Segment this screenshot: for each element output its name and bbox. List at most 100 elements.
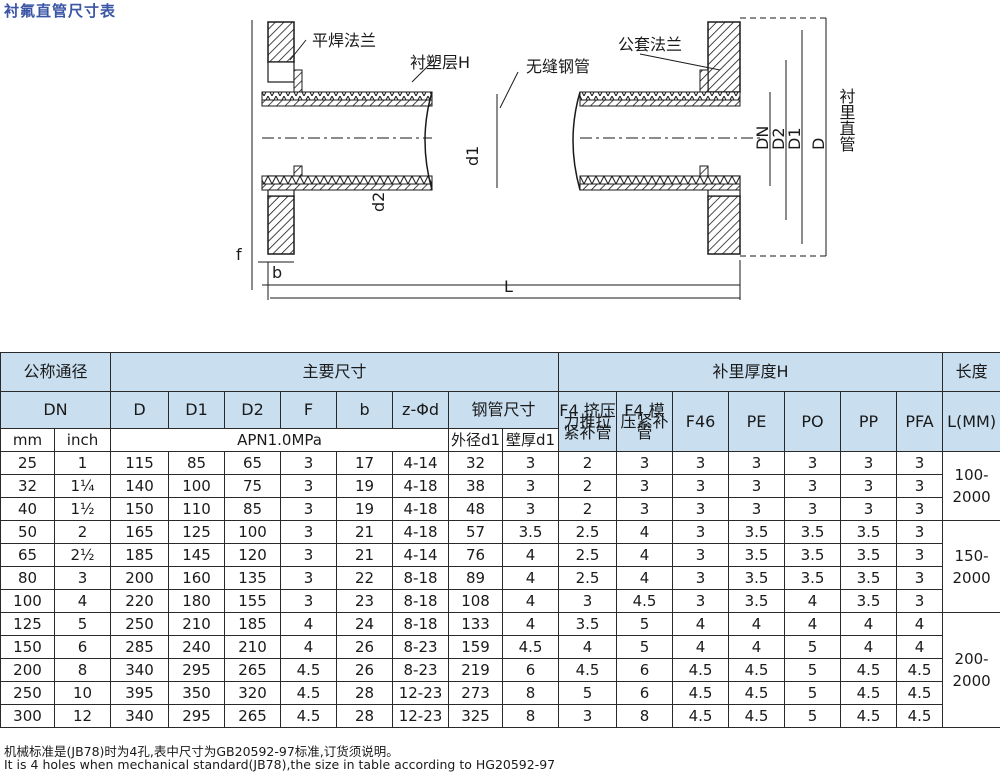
header-b: b — [336, 391, 394, 429]
table-cell: 3 — [896, 497, 944, 521]
table-cell: 4 — [840, 612, 898, 636]
table-cell: 285 — [110, 635, 170, 659]
table-cell: 4 — [558, 635, 618, 659]
header-inch: inch — [53, 428, 112, 452]
table-cell: 5 — [784, 658, 842, 682]
header-pfa: PFA — [896, 391, 944, 452]
table-cell: 3.5 — [784, 543, 842, 567]
table-cell: 19 — [336, 497, 394, 521]
header-zd: z-Φd — [392, 391, 450, 429]
table-cell: 185 — [110, 543, 170, 567]
table-cell: 65 — [0, 543, 55, 567]
table-cell: 4-18 — [392, 497, 450, 521]
table-cell: 4.5 — [672, 704, 730, 728]
table-cell: 2 — [53, 520, 112, 544]
table-cell: 4 — [616, 566, 674, 590]
table-cell: 3 — [616, 451, 674, 475]
table-cell: 5 — [784, 704, 842, 728]
table-cell: 133 — [448, 612, 504, 636]
table-cell: 3.5 — [728, 543, 786, 567]
table-cell: 26 — [336, 635, 394, 659]
table-cell: 3 — [672, 474, 730, 498]
table-cell: 6 — [502, 658, 560, 682]
header-steel: 钢管尺寸 — [448, 391, 560, 429]
table-cell: 265 — [224, 704, 282, 728]
table-cell: 89 — [448, 566, 504, 590]
table-cell: 3.5 — [728, 566, 786, 590]
table-cell: 4 — [280, 635, 338, 659]
table-cell: 3 — [896, 520, 944, 544]
table-cell: 150 — [0, 635, 55, 659]
table-cell: 85 — [224, 497, 282, 521]
table-cell: 8-18 — [392, 589, 450, 613]
table-cell: 21 — [336, 543, 394, 567]
table-cell: 3 — [558, 589, 618, 613]
table-cell: 250 — [0, 681, 55, 705]
table-cell: 57 — [448, 520, 504, 544]
table-cell: 50 — [0, 520, 55, 544]
table-cell: 210 — [168, 612, 226, 636]
header-pressure: APN1.0MPa — [110, 428, 450, 452]
table-cell: 3 — [672, 497, 730, 521]
table-cell: 21 — [336, 520, 394, 544]
table-cell: 3.5 — [840, 543, 898, 567]
table-cell: 32 — [0, 474, 55, 498]
header-length: 长度 — [942, 352, 1000, 392]
table-cell: 3 — [896, 451, 944, 475]
table-cell: 4 — [784, 589, 842, 613]
table-cell: 4-18 — [392, 520, 450, 544]
table-cell: 10 — [53, 681, 112, 705]
header-lining: 补里厚度H — [558, 352, 944, 392]
header-f4-molded: F4 模压紧补管 — [616, 391, 674, 452]
table-cell: 3 — [896, 589, 944, 613]
table-cell: 110 — [168, 497, 226, 521]
table-cell: 4.5 — [672, 658, 730, 682]
table-cell: 3 — [280, 520, 338, 544]
dim-d1: d1 — [463, 146, 482, 166]
table-cell: 3 — [280, 543, 338, 567]
table-cell: 4 — [502, 543, 560, 567]
header-D2: D2 — [224, 391, 282, 429]
table-cell: 4.5 — [728, 658, 786, 682]
dim-d2: d2 — [369, 192, 388, 212]
table-cell: 340 — [110, 658, 170, 682]
pipe-drawing: 平焊法兰 衬塑层H 无缝钢管 公套法兰 衬里直管 DN D2 D1 D d1 d… — [236, 17, 856, 300]
dim-f: f — [236, 245, 242, 264]
header-f46: F46 — [672, 391, 730, 452]
table-cell: 17 — [336, 451, 394, 475]
table-cell: 295 — [168, 704, 226, 728]
table-cell: 320 — [224, 681, 282, 705]
table-cell: 4.5 — [896, 681, 944, 705]
table-cell: 295 — [168, 658, 226, 682]
label-flat-flange: 平焊法兰 — [312, 31, 376, 50]
table-cell: 8 — [53, 658, 112, 682]
table-cell: 3 — [53, 566, 112, 590]
table-cell: 3 — [896, 474, 944, 498]
table-cell: 2.5 — [558, 566, 618, 590]
table-cell: 12-23 — [392, 681, 450, 705]
table-cell: 32 — [448, 451, 504, 475]
table-cell: 2 — [558, 451, 618, 475]
table-cell: 2.5 — [558, 520, 618, 544]
dim-D2: D2 — [769, 128, 788, 151]
header-mm: mm — [0, 428, 55, 452]
table-cell: 4.5 — [672, 681, 730, 705]
table-cell: 4.5 — [840, 658, 898, 682]
table-cell: 5 — [616, 635, 674, 659]
table-cell: 5 — [53, 612, 112, 636]
table-cell: 340 — [110, 704, 170, 728]
table-cell: 100 — [168, 474, 226, 498]
table-cell: 3 — [502, 451, 560, 475]
table-cell: 3.5 — [784, 566, 842, 590]
table-cell: 4-14 — [392, 451, 450, 475]
table-cell: 2 — [558, 474, 618, 498]
spec-table: 公称通径 主要尺寸 补里厚度H 长度 DN D D1 D2 F b z-Φd 钢… — [0, 352, 1000, 728]
table-cell: 3 — [728, 451, 786, 475]
table-cell: 125 — [168, 520, 226, 544]
table-cell: 4.5 — [728, 681, 786, 705]
label-lined-pipe: 衬里直管 — [837, 88, 856, 152]
table-cell: 3 — [784, 474, 842, 498]
